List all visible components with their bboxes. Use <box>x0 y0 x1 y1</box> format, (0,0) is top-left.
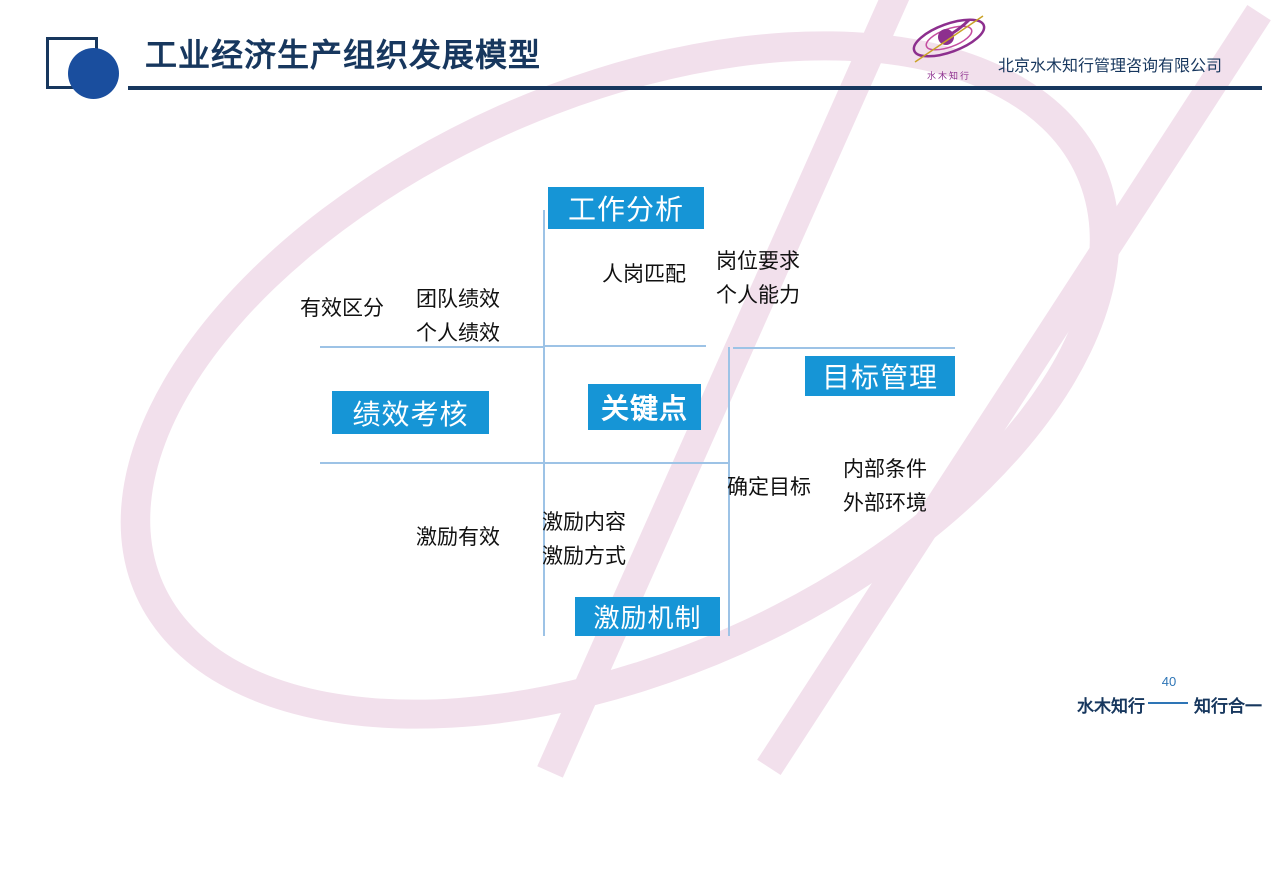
connector-horizontal-mid-left <box>320 462 543 464</box>
label-personal-ability: 个人能力 <box>716 284 800 307</box>
background-ellipse-decoration <box>13 0 1227 870</box>
label-incentive-method: 激励方式 <box>542 545 626 568</box>
connector-vertical-left <box>543 210 545 636</box>
connector-vertical-right <box>728 347 730 636</box>
box-performance-review: 绩效考核 <box>332 391 489 434</box>
connector-horizontal-mid-center <box>543 462 730 464</box>
label-incentive-effective: 激励有效 <box>416 526 500 549</box>
label-post-requirement: 岗位要求 <box>716 250 800 273</box>
company-logo-icon <box>912 15 986 63</box>
label-internal-condition: 内部条件 <box>843 458 927 481</box>
footer-brand-right: 知行合一 <box>1194 697 1262 716</box>
box-work-analysis: 工作分析 <box>548 187 704 229</box>
page-number: 40 <box>1161 674 1177 689</box>
connector-horizontal-top-left <box>320 346 543 348</box>
label-individual-performance: 个人绩效 <box>416 322 500 345</box>
label-team-performance: 团队绩效 <box>416 288 500 311</box>
box-goal-management: 目标管理 <box>805 356 955 396</box>
page-title: 工业经济生产组织发展模型 <box>145 37 542 73</box>
label-person-post-match: 人岗匹配 <box>602 263 686 286</box>
logo-caption: 水木知行 <box>926 71 971 81</box>
footer-brand-left: 水木知行 <box>1077 697 1145 716</box>
company-logo: 水木知行 <box>905 12 993 82</box>
box-incentive-mechanism: 激励机制 <box>575 597 720 636</box>
header-underline <box>128 86 1262 90</box>
slide: { "colors": { "box-blue": "#1695d6", "li… <box>13 0 1271 870</box>
label-determine-goal: 确定目标 <box>727 476 811 499</box>
title-circle-decoration <box>68 48 119 99</box>
connector-horizontal-top-mid <box>543 345 706 347</box>
connector-horizontal-top-right <box>733 347 955 349</box>
box-key-point: 关键点 <box>588 384 701 430</box>
page-number-underline <box>1148 702 1188 704</box>
label-external-environment: 外部环境 <box>843 492 927 515</box>
label-incentive-content: 激励内容 <box>542 511 626 534</box>
company-name: 北京水木知行管理咨询有限公司 <box>998 58 1223 75</box>
label-effective-distinction: 有效区分 <box>300 297 384 320</box>
